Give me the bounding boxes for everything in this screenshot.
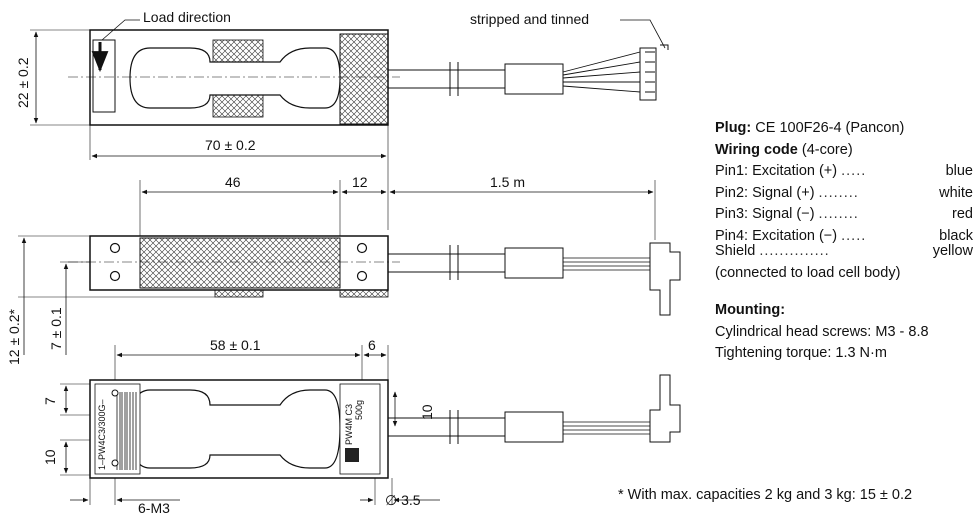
dim-6: 6 <box>368 337 376 353</box>
footnote: * With max. capacities 2 kg and 3 kg: 15… <box>618 487 913 503</box>
dim-10-right: 10 <box>419 404 435 420</box>
label-right2: 500g <box>354 400 364 420</box>
bottom-view: 58 ± 0.1 6 1–PW4C3/300G– PW4M C3 500g 7 … <box>42 337 681 516</box>
wiring-heading: Wiring code (4-core) <box>715 141 853 158</box>
dim-cable: 1.5 m <box>490 174 525 190</box>
dim-diameter: ∅ 3.5 <box>385 492 421 508</box>
pin-row: Pin1: Excitation (+).....blue <box>715 163 973 179</box>
dim-7: 7 ± 0.1 <box>48 307 64 350</box>
label-left: 1–PW4C3/300G– <box>97 399 107 470</box>
dim-12: 12 <box>352 174 368 190</box>
plug-line: Plug: CE 100F26-4 (Pancon) <box>715 120 905 136</box>
dim-70: 70 ± 0.2 <box>89 125 389 230</box>
stripped-tinned-label: stripped and tinned <box>470 11 589 27</box>
pin-row: Pin4: Excitation (−).....black <box>715 227 973 244</box>
pin-row: Pin2: Signal (+)........white <box>715 184 973 201</box>
top-view: Load direction stripped and tinned 22 ± … <box>15 9 669 126</box>
dim-height-top: 22 ± 0.2 <box>15 57 31 108</box>
dim-7-bottom: 7 <box>42 397 58 405</box>
mounting-line-1: Cylindrical head screws: M3 - 8.8 <box>715 323 929 340</box>
pin-row: Pin3: Signal (−)........red <box>715 206 973 222</box>
dim-total-height: 12 ± 0.2* <box>6 309 22 365</box>
spec-panel: Plug: CE 100F26-4 (Pancon) Wiring code (… <box>715 118 973 365</box>
dim-m3: 6-M3 <box>138 500 170 516</box>
shield-note: (connected to load cell body) <box>715 264 901 281</box>
dim-58: 58 ± 0.1 <box>210 337 261 353</box>
label-right: PW4M C3 <box>344 404 354 445</box>
dim-46: 46 <box>225 174 241 190</box>
mounting-line-2: Tightening torque: 1.3 N·m <box>715 345 887 361</box>
load-direction-label: Load direction <box>143 9 231 25</box>
side-view: 46 12 1.5 m 12 ± 0.2* 7 ± 0.1 <box>6 174 681 365</box>
dim-10-left: 10 <box>42 449 58 465</box>
pin-row: Shield..............yellow <box>715 243 973 259</box>
mounting-heading: Mounting: <box>715 302 786 318</box>
svg-text:70 ± 0.2: 70 ± 0.2 <box>205 137 256 153</box>
